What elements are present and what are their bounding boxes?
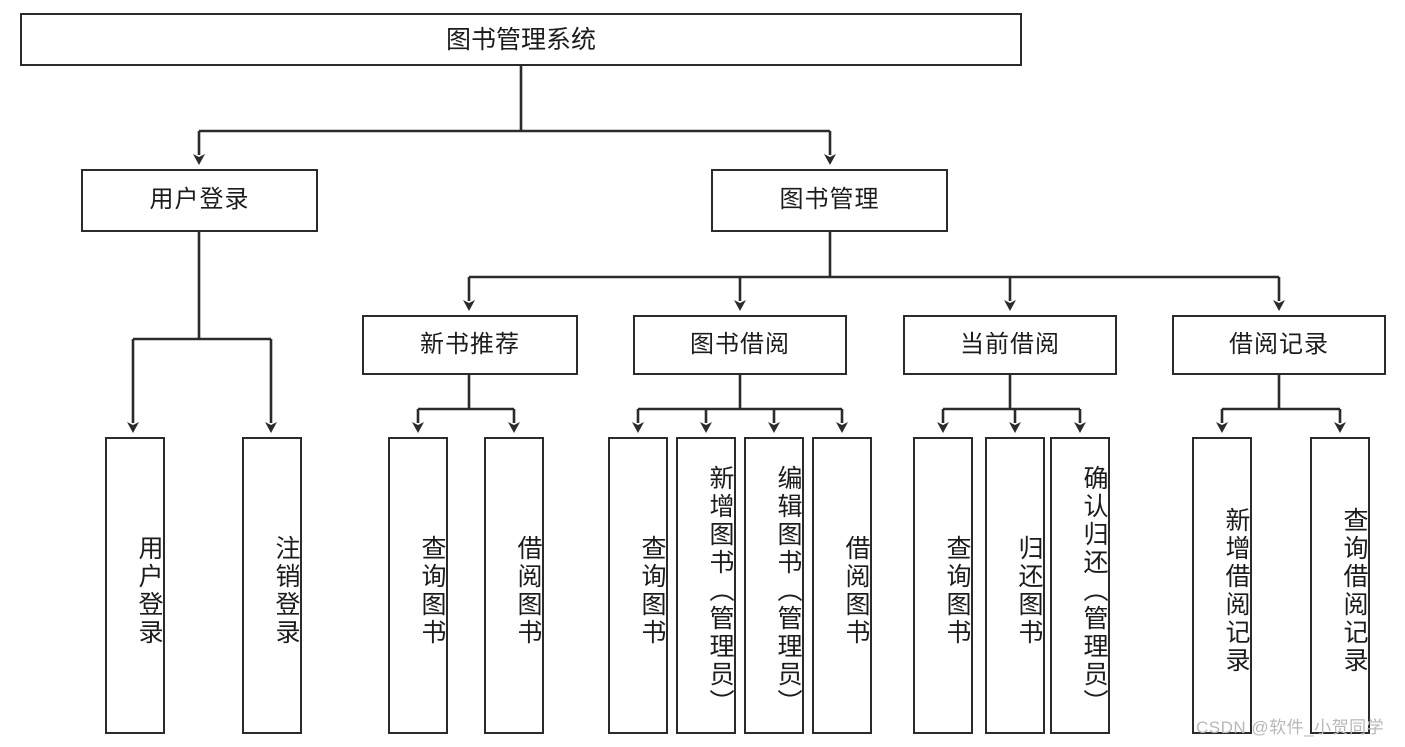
node-current-borrow-label: 当前借阅 [960, 330, 1060, 358]
node-book-manage-label: 图书管理 [779, 186, 880, 214]
node-book-manage[interactable]: 图书管理 [711, 169, 948, 232]
node-leaf-add-book-label: 新增图书（管理员） [706, 464, 734, 717]
node-leaf-query-record[interactable]: 查询借阅记录 [1310, 437, 1370, 734]
csdn-watermark: CSDN @软件_小贺同学 [1196, 718, 1385, 737]
node-leaf-borrow-book-1-label: 借阅图书 [514, 534, 542, 647]
node-leaf-query-book-3-label: 查询图书 [943, 534, 971, 647]
node-leaf-query-book-3[interactable]: 查询图书 [913, 437, 973, 734]
node-leaf-query-book-2[interactable]: 查询图书 [608, 437, 668, 734]
node-borrow-record[interactable]: 借阅记录 [1172, 315, 1386, 375]
node-borrow-record-label: 借阅记录 [1229, 330, 1329, 358]
node-leaf-return-book-label: 归还图书 [1015, 534, 1043, 647]
node-leaf-add-record-label: 新增借阅记录 [1222, 506, 1250, 675]
node-user-login[interactable]: 用户登录 [81, 169, 318, 232]
node-book-borrow-label: 图书借阅 [690, 330, 790, 358]
node-leaf-query-book-2-label: 查询图书 [638, 534, 666, 647]
node-leaf-query-book-1[interactable]: 查询图书 [388, 437, 448, 734]
node-leaf-borrow-book-2-label: 借阅图书 [842, 534, 870, 647]
node-new-book-recommend-label: 新书推荐 [420, 330, 520, 358]
node-leaf-confirm-return-label: 确认归还（管理员） [1080, 464, 1108, 717]
node-leaf-confirm-return[interactable]: 确认归还（管理员） [1050, 437, 1110, 734]
node-leaf-user-login-label: 用户登录 [135, 534, 163, 647]
node-new-book-recommend[interactable]: 新书推荐 [362, 315, 578, 375]
node-leaf-add-record[interactable]: 新增借阅记录 [1192, 437, 1252, 734]
node-leaf-user-login[interactable]: 用户登录 [105, 437, 165, 734]
node-leaf-user-logout-label: 注销登录 [272, 534, 300, 647]
node-leaf-query-record-label: 查询借阅记录 [1340, 506, 1368, 675]
node-leaf-edit-book-label: 编辑图书（管理员） [774, 464, 802, 717]
node-root[interactable]: 图书管理系统 [20, 13, 1022, 66]
node-leaf-edit-book[interactable]: 编辑图书（管理员） [744, 437, 804, 734]
node-leaf-return-book[interactable]: 归还图书 [985, 437, 1045, 734]
node-leaf-query-book-1-label: 查询图书 [418, 534, 446, 647]
node-user-login-label: 用户登录 [149, 186, 250, 214]
node-root-label: 图书管理系统 [445, 25, 596, 54]
node-leaf-user-logout[interactable]: 注销登录 [242, 437, 302, 734]
node-book-borrow[interactable]: 图书借阅 [633, 315, 847, 375]
node-current-borrow[interactable]: 当前借阅 [903, 315, 1117, 375]
node-leaf-borrow-book-2[interactable]: 借阅图书 [812, 437, 872, 734]
node-leaf-add-book[interactable]: 新增图书（管理员） [676, 437, 736, 734]
node-leaf-borrow-book-1[interactable]: 借阅图书 [484, 437, 544, 734]
